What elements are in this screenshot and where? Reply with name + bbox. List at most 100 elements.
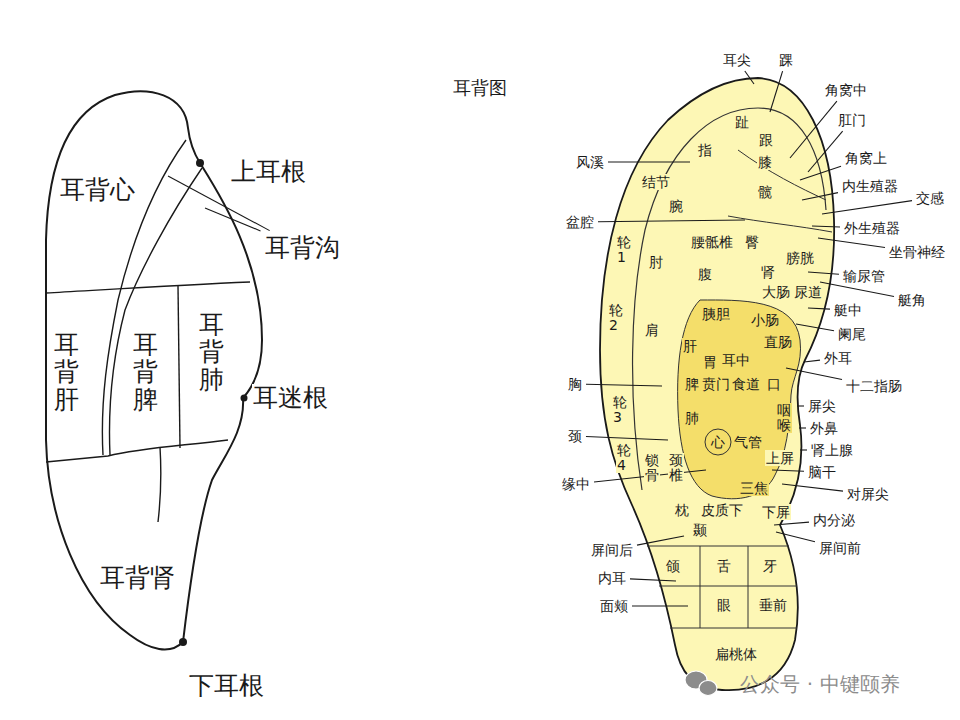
leader-line (820, 282, 894, 296)
callout-label: 外生殖器 (843, 220, 901, 236)
leader-line (630, 579, 676, 581)
ear-back-point-label: 耳迷根 (252, 384, 329, 413)
point-dot (196, 159, 204, 167)
acupoint-label: 髋 (757, 184, 773, 200)
callout-label: 耳尖 (722, 52, 752, 68)
acupoint-label: 扁桃体 (714, 646, 758, 662)
leader-line (796, 324, 834, 331)
acupoint-label: 臀 (744, 234, 760, 250)
acupoint-label: 颈椎 (668, 453, 684, 484)
acupoint-label: 轮2 (608, 303, 624, 334)
acupoint-label: 颞 (692, 522, 708, 538)
ear-back-point-label: 耳背沟 (264, 234, 341, 263)
leader-line (812, 225, 840, 227)
fossa-line (738, 150, 826, 200)
leader-line (804, 360, 820, 362)
watermark-icon (699, 681, 717, 696)
acupoint-label: 咽喉 (776, 403, 792, 434)
leader-line (800, 166, 841, 180)
leader-line (774, 522, 809, 525)
acupoint-label: 三焦 (739, 480, 769, 496)
acupoint-label: 腹 (697, 266, 713, 282)
callout-label: 屏间前 (818, 540, 862, 556)
acupoint-label: 指 (697, 142, 713, 158)
region-name: 耳背脾 (133, 331, 158, 414)
acupoint-label: 垂前 (758, 597, 788, 613)
callout-label: 盆腔 (565, 214, 595, 230)
acupoint-label: 肺 (684, 410, 700, 426)
region-name: 耳背肺 (199, 311, 224, 394)
leader-line (800, 449, 807, 450)
acupoint-label: 膝 (757, 154, 773, 170)
callout-label: 角窝中 (824, 82, 868, 98)
ear-region: 耳背肾 (100, 564, 175, 593)
callout-label: 外鼻 (809, 420, 839, 436)
callout-label: 十二指肠 (845, 378, 903, 394)
acupoint-label: 膀胱 (785, 250, 815, 266)
acupoint-label: 趾 (734, 114, 750, 130)
leader-line (822, 201, 912, 214)
acupoint-label: 直肠 (763, 334, 793, 350)
region-divider (46, 440, 228, 462)
region-divider (46, 282, 250, 293)
lobe-grid-line (647, 546, 789, 547)
callout-label: 面颊 (599, 598, 629, 614)
figure-title: 耳背图 (453, 78, 507, 99)
acupoint-label: 小肠 (750, 312, 780, 328)
acupoint-label: 上屏 (765, 450, 795, 466)
leader-line (790, 101, 837, 158)
region-name: 耳背心 (60, 176, 135, 205)
callout-label: 内耳 (597, 570, 627, 586)
acupoint-label: 轮3 (612, 395, 628, 426)
callout-label: 缘中 (561, 476, 591, 492)
leader-line (586, 384, 662, 386)
acupoint-label: 锁骨 (644, 453, 660, 484)
ear-region: 耳背肺 (199, 311, 224, 394)
region-divider (178, 286, 180, 448)
acupoint-label: 下屏 (761, 504, 791, 520)
leader-line (637, 536, 684, 545)
callout-label: 坐骨神经 (888, 244, 946, 260)
acupoint-label: 气管 (733, 434, 763, 450)
callout-label: 输尿管 (842, 268, 886, 284)
acupoint-label: 轮1 (616, 235, 632, 266)
acupoint-label: 腰骶椎 (690, 234, 734, 250)
callout-label: 颈 (567, 428, 583, 444)
leader-line (799, 427, 806, 428)
leader-line (745, 71, 754, 84)
ear-back-groove-line (110, 168, 202, 455)
concha-region (678, 300, 801, 499)
leader-line (608, 161, 690, 162)
acupoint-label: 肝 (682, 338, 698, 354)
callout-label: 胸 (567, 376, 583, 392)
leader-line (818, 238, 885, 247)
region-name: 耳背肾 (100, 564, 175, 593)
callout-label: 踝 (778, 52, 794, 68)
watermark-text: 公众号 · 中键颐养 (739, 673, 900, 696)
acupoint-label: 食道 (731, 376, 761, 392)
callout-label: 屏尖 (807, 398, 837, 414)
point-dot (241, 395, 248, 402)
lobe-grid-line (700, 546, 701, 628)
callout-label: 角窝上 (844, 150, 888, 166)
ear-back-point-label: 下耳根 (188, 672, 265, 701)
leader-line (776, 532, 815, 542)
callout-label: 艇中 (833, 302, 863, 318)
acupoint-label: 皮质下 (700, 502, 744, 518)
callout-label: 艇角 (897, 292, 927, 308)
acupoint-label: 颌 (665, 558, 681, 574)
acupoint-label: 结节 (641, 174, 671, 190)
callout-label: 脑干 (807, 464, 837, 480)
leader-line (598, 220, 745, 222)
callout-label: 内生殖器 (841, 178, 899, 194)
leader-lines (168, 71, 912, 606)
lobe-grid-line (670, 628, 797, 629)
leader-line (808, 131, 843, 172)
ear-region: 耳背肝 (54, 331, 79, 414)
acupoint-label: 贲门 (701, 376, 731, 392)
lobe-grid-line (748, 546, 749, 628)
ear-region: 耳背脾 (133, 331, 158, 414)
helix-inner-line (633, 108, 826, 490)
ear-back-point-label: 上耳根 (230, 158, 307, 187)
